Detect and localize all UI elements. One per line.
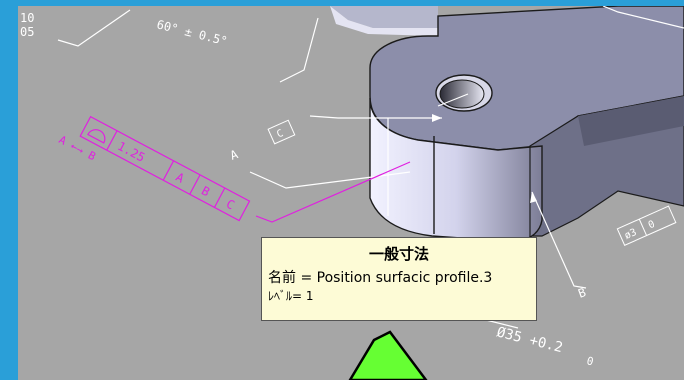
fcf-datum-c: C [224, 197, 237, 213]
tooltip-level-line: ﾚﾍﾞﾙ= 1 [268, 289, 314, 303]
dim-text-10: 10 [20, 11, 34, 25]
diameter-tol-low: 0 [585, 354, 595, 368]
diameter-dimension: Ø35 +0.2 [495, 324, 564, 356]
fcf-datum-a: A [173, 170, 187, 186]
pointer-cursor-icon [348, 330, 428, 380]
tooltip-name-line: 名前 = Position surfacic profile.3 [268, 270, 493, 286]
tooltip-title: 一般寸法 [368, 245, 429, 263]
leader-arrowhead [530, 192, 537, 203]
fcf-leader [255, 161, 411, 223]
hole-bore [439, 79, 485, 109]
cad-viewport[interactable]: 10 05 60° ± 0.5° A B Ø35 +0.2 0 C ø3 0 [18, 6, 684, 380]
part-right-wall [529, 95, 684, 237]
leader-arrowhead [432, 114, 442, 122]
part-boss-side [369, 97, 543, 243]
between-indicator: A ←→ B [57, 133, 99, 163]
angle-dimension: 60° ± 0.5° [155, 17, 228, 48]
fcf-datum-b: B [199, 184, 212, 200]
datum-a-label: A [228, 147, 240, 163]
profile-symbol-icon [87, 129, 106, 144]
part-back-block [330, 6, 438, 36]
right-dimension-box: ø3 0 [616, 205, 677, 246]
datum-c-box: C [267, 119, 296, 145]
fcf-tolerance: 1.25 [115, 139, 147, 165]
model-canvas[interactable]: 10 05 60° ± 0.5° A B Ø35 +0.2 0 C ø3 0 [18, 6, 684, 380]
datum-b-label: B [576, 285, 588, 301]
feature-control-frame[interactable]: 1.25 A B C [79, 115, 251, 222]
right-box-value-b: 0 [647, 219, 657, 232]
datum-c-label: C [275, 128, 285, 141]
tooltip-panel: 一般寸法 名前 = Position surfacic profile.3 ﾚﾍ… [261, 237, 537, 321]
right-box-value-a: ø3 [623, 227, 638, 242]
dim-text-05: 05 [20, 25, 34, 39]
